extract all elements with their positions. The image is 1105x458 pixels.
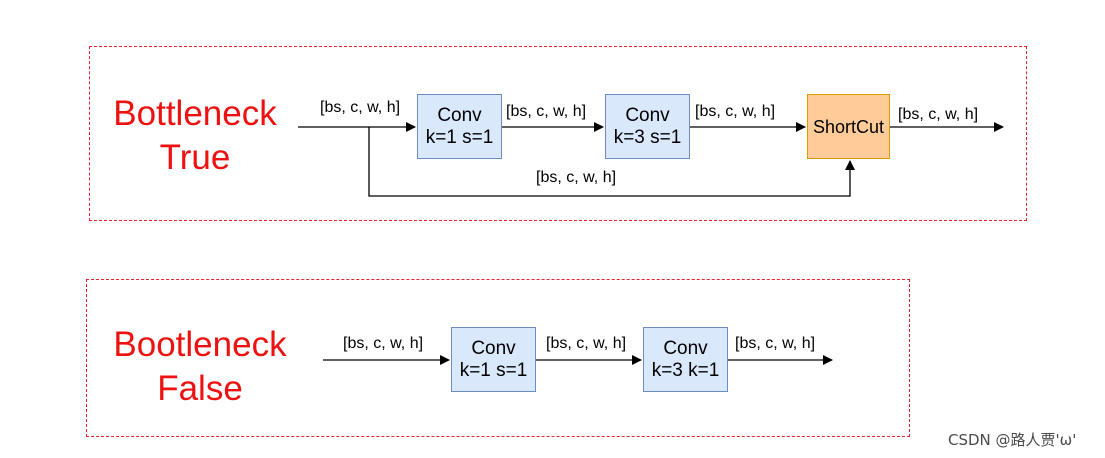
label-bottom-output-shape: [bs, c, w, h] [735, 335, 816, 352]
title-line2: False [157, 369, 243, 408]
conv2-block: Conv k=3 s=1 [605, 94, 690, 159]
bottom-conv1-name: Conv [471, 337, 516, 359]
conv2-name: Conv [625, 104, 670, 126]
label-skip-shape: [bs, c, w, h] [536, 169, 617, 186]
bottleneck-false-title: Bootleneck False [100, 323, 300, 411]
csdn-watermark: CSDN @路人贾'ω' [948, 431, 1077, 449]
conv1-params: k=1 s=1 [425, 126, 494, 148]
conv2-params: k=3 s=1 [613, 126, 682, 148]
bottom-conv1-block: Conv k=1 s=1 [451, 327, 536, 392]
label-bottom-input-shape: [bs, c, w, h] [343, 335, 424, 352]
label-input-shape: [bs, c, w, h] [320, 99, 401, 116]
label-bottom-conv1-output-shape: [bs, c, w, h] [546, 335, 627, 352]
title-line1: Bootleneck [113, 325, 287, 364]
label-conv1-output-shape: [bs, c, w, h] [506, 103, 587, 120]
conv1-block: Conv k=1 s=1 [417, 94, 502, 159]
title-line2: True [159, 138, 231, 177]
shortcut-label: ShortCut [812, 116, 885, 137]
bottleneck-false-panel [86, 279, 910, 437]
label-output-shape: [bs, c, w, h] [898, 106, 979, 123]
shortcut-block: ShortCut [807, 94, 890, 159]
conv1-name: Conv [437, 104, 482, 126]
label-conv2-output-shape: [bs, c, w, h] [695, 103, 776, 120]
bottleneck-true-panel [89, 46, 1027, 221]
bottom-conv2-block: Conv k=3 k=1 [643, 327, 728, 392]
bottleneck-true-title: Bottleneck True [100, 92, 290, 180]
edge-skip-connection [368, 127, 855, 197]
bottom-conv1-params: k=1 s=1 [459, 359, 528, 381]
bottom-conv2-name: Conv [663, 337, 708, 359]
bottom-conv2-params: k=3 k=1 [651, 359, 720, 381]
title-line1: Bottleneck [113, 94, 277, 133]
